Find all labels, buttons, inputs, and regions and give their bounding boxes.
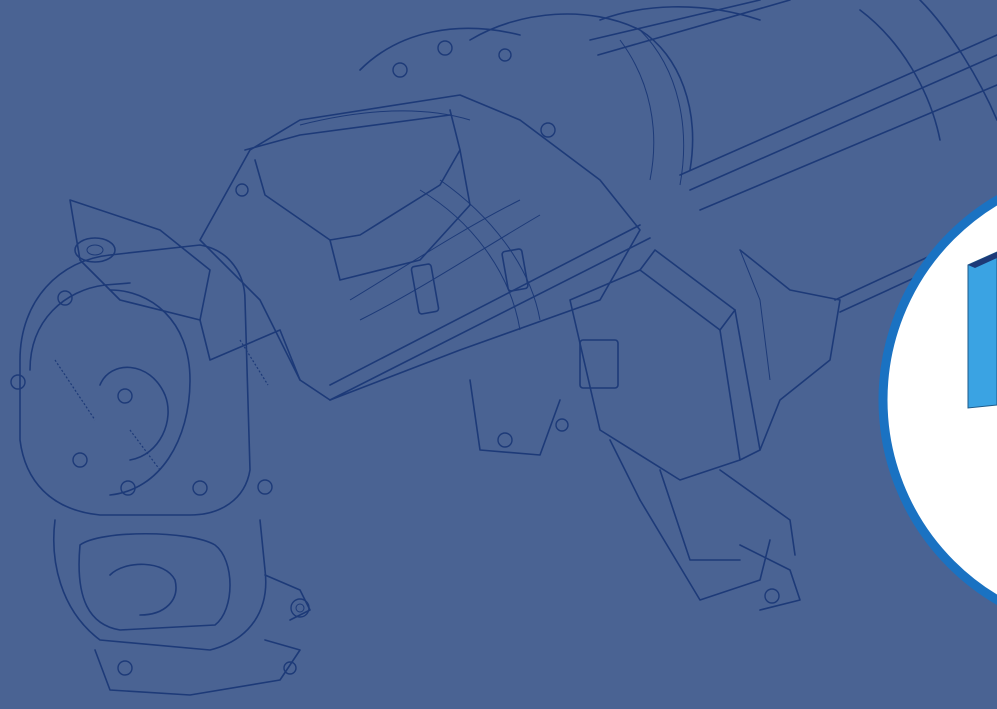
lower-pump xyxy=(53,519,311,696)
tie-rods xyxy=(589,0,997,313)
inset-circle xyxy=(878,195,997,605)
front-cover xyxy=(10,199,301,516)
motor-box xyxy=(569,249,841,611)
inset-object xyxy=(967,251,997,409)
rear-housing xyxy=(359,0,997,186)
